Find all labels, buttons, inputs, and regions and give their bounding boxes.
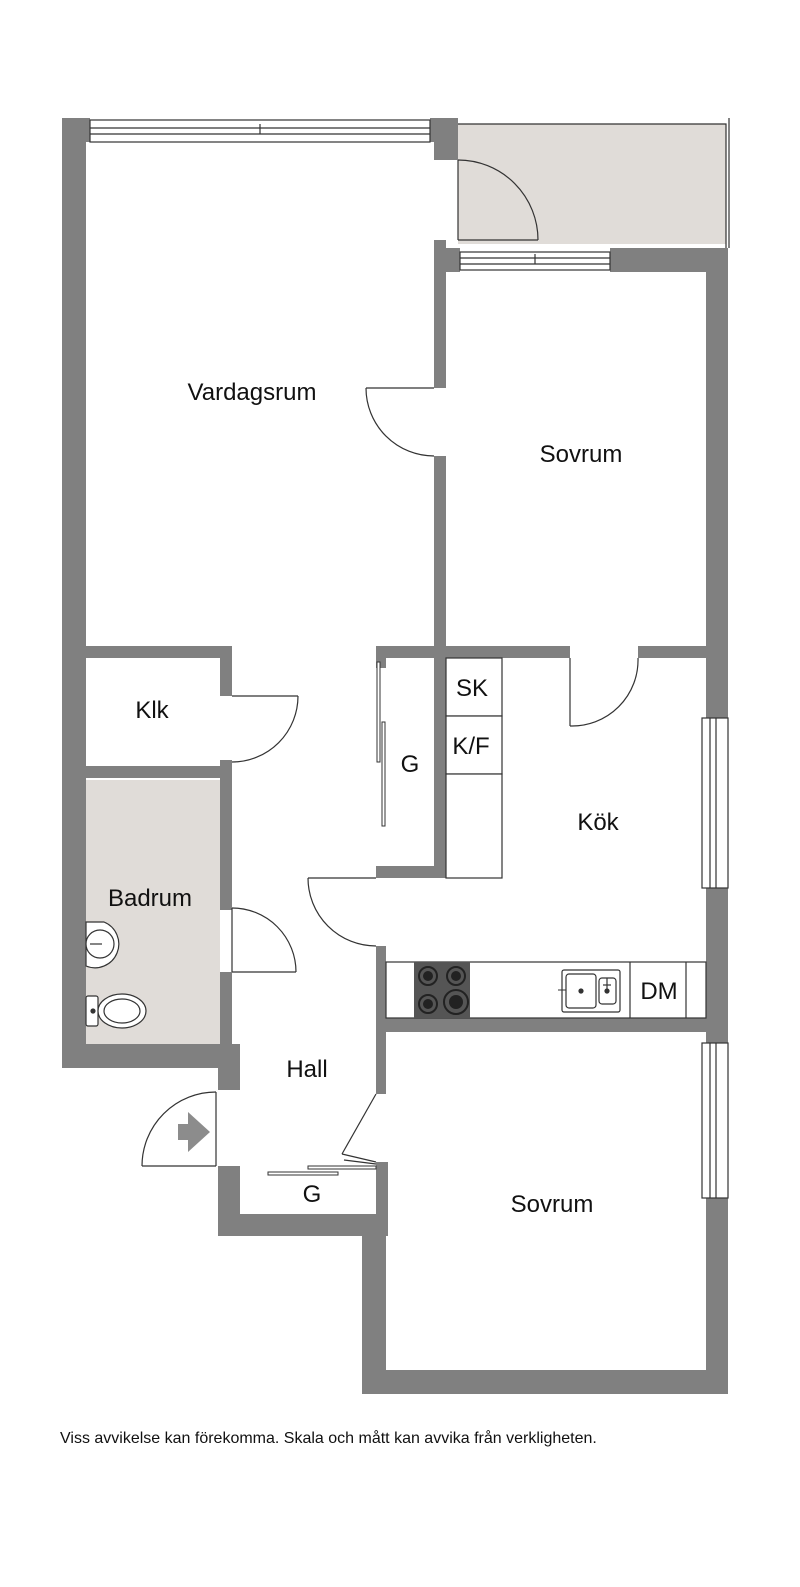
- fixture-label-g-lower: G: [303, 1181, 322, 1208]
- room-label-sovrum-lower: Sovrum: [511, 1191, 594, 1218]
- cabinet-kf: [445, 715, 503, 775]
- balcony: [458, 118, 730, 248]
- wall-bedroom-kitchen-right: [638, 646, 728, 658]
- fixture-labels: SK K/F G G DM: [303, 675, 678, 1208]
- door-balcony[interactable]: [457, 159, 539, 241]
- door-bedroom-upper[interactable]: [365, 387, 435, 457]
- window-living-north: [89, 119, 431, 143]
- wall-badrum-east-low: [220, 972, 232, 1052]
- balcony-floor: [458, 124, 726, 244]
- window-bedroom-north: [459, 251, 611, 271]
- door-kitchen[interactable]: [307, 877, 377, 947]
- slider-hall-closet-a[interactable]: [376, 661, 381, 763]
- cabinet-sk: [445, 657, 503, 717]
- wardrobe-sliders: [267, 661, 386, 1176]
- wall-klk-north: [62, 646, 232, 658]
- room-label-kok: Kök: [577, 809, 619, 836]
- wall-living-bedroom-bottom: [434, 456, 446, 656]
- room-label-vardagsrum: Vardagsrum: [188, 379, 317, 406]
- door-klk[interactable]: [231, 695, 299, 763]
- room-label-klk: Klk: [135, 697, 169, 724]
- room-label-badrum: Badrum: [108, 885, 192, 912]
- wall-north-left: [62, 118, 90, 142]
- wall-hall-closet-frame: [376, 658, 386, 668]
- room-label-sovrum-upper: Sovrum: [540, 441, 623, 468]
- kitchen-sink-icon: [558, 969, 621, 1013]
- wall-kitchen-south: [376, 1018, 728, 1032]
- slider-hall-closet-b[interactable]: [381, 721, 386, 827]
- wall-bedroom-kitchen-left: [376, 646, 570, 658]
- slider-lower-closet-a[interactable]: [267, 1171, 339, 1176]
- balcony-rail: [458, 123, 727, 248]
- walls: [62, 118, 728, 1394]
- cabinet-lower: [445, 773, 503, 879]
- wall-east-mid: [706, 888, 728, 1043]
- wall-west-south: [62, 1044, 240, 1068]
- wall-klk-south: [62, 766, 232, 778]
- wall-hall-west-step: [218, 1044, 240, 1090]
- kitchen-cabinets: [445, 657, 503, 879]
- door-entrance[interactable]: [141, 1091, 217, 1167]
- disclaimer-text: Viss avvikelse kan förekomma. Skala och …: [60, 1430, 597, 1447]
- fixture-label-kf: K/F: [452, 733, 489, 760]
- slider-lower-closet-b[interactable]: [307, 1165, 377, 1170]
- room-labels: Vardagsrum Sovrum Klk Kök Badrum Hall So…: [108, 379, 622, 1218]
- fixture-label-g-hall: G: [401, 751, 420, 778]
- wall-north-step: [434, 118, 458, 160]
- wall-klk-east-bottom: [220, 760, 232, 910]
- door-bedroom-lower[interactable]: [341, 1093, 377, 1165]
- window-kitchen-east: [701, 717, 729, 889]
- window-lower-bedroom-east: [701, 1042, 729, 1199]
- doors: [141, 159, 639, 1167]
- washbasin-icon: [85, 921, 120, 969]
- windows: [89, 119, 729, 1199]
- door-bedroom-to-kitchen[interactable]: [569, 657, 639, 727]
- toilet-icon: [85, 993, 147, 1029]
- wall-hall-closet-south: [376, 866, 446, 878]
- wall-east-low: [706, 1198, 728, 1393]
- wall-hall-closet-east: [434, 646, 446, 878]
- room-label-hall: Hall: [286, 1056, 327, 1083]
- wall-lower-closet-south: [218, 1214, 388, 1236]
- stove-icon: [414, 962, 470, 1018]
- door-badrum[interactable]: [231, 907, 297, 973]
- wall-living-bedroom-top: [434, 240, 446, 388]
- fixture-label-dm: DM: [640, 978, 677, 1005]
- wall-lower-bedroom-west: [362, 1214, 386, 1394]
- wall-klk-east-top: [220, 646, 232, 696]
- wall-east-top: [706, 248, 728, 718]
- wall-lower-bedroom-south: [362, 1370, 728, 1394]
- fixture-label-sk: SK: [456, 675, 488, 702]
- floors: [86, 124, 726, 1045]
- wall-west: [62, 118, 86, 1068]
- entrance-arrow-icon: [178, 1112, 210, 1152]
- wall-bedroom-north-left: [434, 248, 460, 272]
